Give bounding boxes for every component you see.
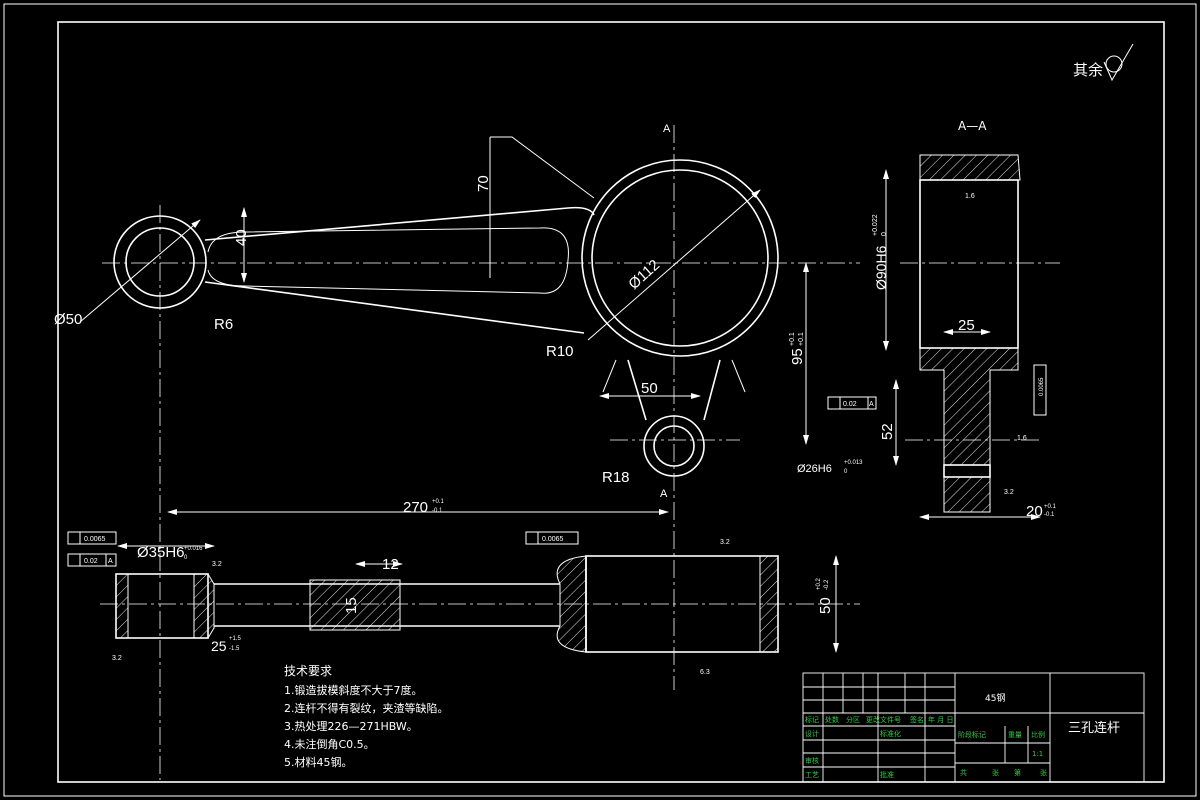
rev-header-2: 处数 xyxy=(825,715,839,724)
dim-20-tol-up: +0.1 xyxy=(1044,504,1057,510)
surface-finish-note: 其余 xyxy=(1073,43,1134,82)
dim-270-tol-up: +0.1 xyxy=(432,499,445,505)
dim-25-bottom: 25 xyxy=(211,638,227,654)
role-process: 工艺 xyxy=(805,771,819,779)
dim-r10: R10 xyxy=(546,343,574,360)
dim-20-tol-dn: -0.1 xyxy=(1044,512,1055,518)
outer-frame xyxy=(3,3,1197,797)
parallel-value-2: 0.02 xyxy=(84,558,98,565)
weight-header: 重量 xyxy=(1008,731,1022,739)
dim-dia-90: Ø90H6 xyxy=(873,245,889,290)
dim-270-tol-dn: -0.1 xyxy=(432,508,443,514)
dim-20: 20 xyxy=(1026,503,1043,520)
flatness-value-1: 0.0065 xyxy=(1039,377,1045,396)
section-title: A—A xyxy=(958,119,987,133)
bottom-view: 270 +0.1 -0.1 Ø35H6 +0.016 0 12 15 25 +1… xyxy=(67,499,860,676)
tolerance-frame-parallel-1: 0.02 A xyxy=(827,396,877,410)
dim-dia-26: Ø26H6 xyxy=(797,463,832,475)
section-view-a-a: A—A Ø90H6 +0.022 0 25 52 Ø26H6 +0.013 0 … xyxy=(797,119,1060,520)
stage-header: 阶段标记 xyxy=(958,730,986,739)
dim-90-tol-dn: 0 xyxy=(881,232,888,236)
sheet-total-label: 共 xyxy=(960,768,967,777)
roughness-16-b: 1.6 xyxy=(1017,435,1027,442)
tolerance-frame-flatness-2: 0.0065 xyxy=(67,531,117,545)
surface-finish-text: 其余 xyxy=(1073,61,1103,79)
rev-header-1: 标记 xyxy=(805,715,819,724)
scale-header: 比例 xyxy=(1031,730,1045,739)
dim-50: 50 xyxy=(641,380,658,397)
sheet-index-label: 第 xyxy=(1014,768,1021,777)
dim-25-top: 25 xyxy=(958,317,975,334)
rev-header-4: 更改文件号 xyxy=(866,715,901,724)
tech-item-3: 3.热处理226—271HBW。 xyxy=(284,720,418,733)
tech-item-1: 1.锻造拔模斜度不大于7度。 xyxy=(284,683,423,697)
dim-40: 40 xyxy=(233,229,250,246)
roughness-63: 6.3 xyxy=(700,669,710,676)
dim-95-tol-up: +0.1 xyxy=(789,332,796,346)
dim-dia-35: Ø35H6 xyxy=(137,544,185,561)
dim-25-tol-up: +1.5 xyxy=(229,636,242,642)
rev-header-6: 年 月 日 xyxy=(928,715,953,724)
tech-item-4: 4.未注倒角C0.5。 xyxy=(284,737,375,751)
dim-26-tol-up: +0.013 xyxy=(844,460,863,466)
sheet-total-unit: 张 xyxy=(992,768,999,777)
dim-26-tol-dn: 0 xyxy=(844,469,848,475)
big-end-bore xyxy=(591,169,769,347)
roughness-32-d: 3.2 xyxy=(720,539,730,546)
dim-50-tol-up: +0.2 xyxy=(816,577,822,590)
dim-dia-50: Ø50 xyxy=(54,311,82,328)
tech-title: 技术要求 xyxy=(284,664,332,678)
col-standard: 标准化 xyxy=(880,729,901,738)
tolerance-frame-flatness-3: 0.0065 xyxy=(525,531,579,545)
tech-item-5: 5.材料45钢。 xyxy=(284,755,353,769)
small-end-bore xyxy=(125,227,195,297)
dim-70: 70 xyxy=(475,175,492,192)
dim-95: 95 xyxy=(789,348,806,365)
scale-value: 1:1 xyxy=(1032,750,1043,758)
tech-requirements: 技术要求 1.锻造拔模斜度不大于7度。 2.连杆不得有裂纹，夹渣等缺陷。 3.热… xyxy=(284,664,449,769)
section-mark-bottom: A xyxy=(660,488,668,500)
front-view: A A 70 40 Ø50 R6 Ø112 R10 95 +0.1 +0.1 5… xyxy=(54,123,860,780)
dim-35-tol-dn: 0 xyxy=(184,555,188,561)
col-approve: 批准 xyxy=(880,770,894,779)
tech-item-2: 2.连杆不得有裂纹，夹渣等缺陷。 xyxy=(284,701,449,715)
dim-r18: R18 xyxy=(602,469,630,486)
section-mark-top: A xyxy=(663,123,671,135)
role-design: 设计 xyxy=(805,729,819,738)
part-name: 三孔连杆 xyxy=(1068,720,1120,736)
flatness-value-2: 0.0065 xyxy=(84,536,106,543)
dim-270: 270 xyxy=(403,499,428,516)
datum-1: A xyxy=(869,401,874,408)
dim-r6: R6 xyxy=(214,316,233,333)
title-block: 45钢 三孔连杆 标记 处数 分区 更改文件号 签名 年 月 日 设计 审核 工… xyxy=(802,672,1145,783)
dim-12: 12 xyxy=(382,556,399,573)
dim-52: 52 xyxy=(879,423,896,440)
inner-frame xyxy=(57,21,1165,783)
tolerance-frame-flatness-1: 0.0065 xyxy=(1033,364,1047,416)
big-end-outer xyxy=(581,159,779,357)
flatness-value-3: 0.0065 xyxy=(542,536,564,543)
dim-15: 15 xyxy=(343,597,360,614)
small-end-outer xyxy=(113,215,207,309)
dim-50-tol-dn: -0.2 xyxy=(824,579,830,590)
dim-35-tol-up: +0.016 xyxy=(184,546,203,552)
dim-90-tol-up: +0.022 xyxy=(872,214,879,236)
dim-95-tol-dn: +0.1 xyxy=(798,332,805,346)
role-review: 审核 xyxy=(805,756,819,765)
roughness-32-c: 3.2 xyxy=(212,561,222,568)
material-label: 45钢 xyxy=(985,692,1005,704)
roughness-32-a: 3.2 xyxy=(1004,489,1014,496)
roughness-32-b: 3.2 xyxy=(112,655,122,662)
tolerance-frame-parallel-2: 0.02 A xyxy=(67,553,117,567)
dim-50-bottom: 50 xyxy=(817,597,834,614)
rev-header-5: 签名 xyxy=(910,715,924,724)
datum-2: A xyxy=(108,558,113,565)
dim-25-tol-dn: -1.5 xyxy=(229,646,240,652)
dim-dia-112: Ø112 xyxy=(625,257,663,293)
roughness-16-a: 1.6 xyxy=(965,193,975,200)
sheet-index-unit: 张 xyxy=(1040,768,1047,777)
rev-header-3: 分区 xyxy=(846,715,860,724)
parallel-value-1: 0.02 xyxy=(843,401,857,408)
